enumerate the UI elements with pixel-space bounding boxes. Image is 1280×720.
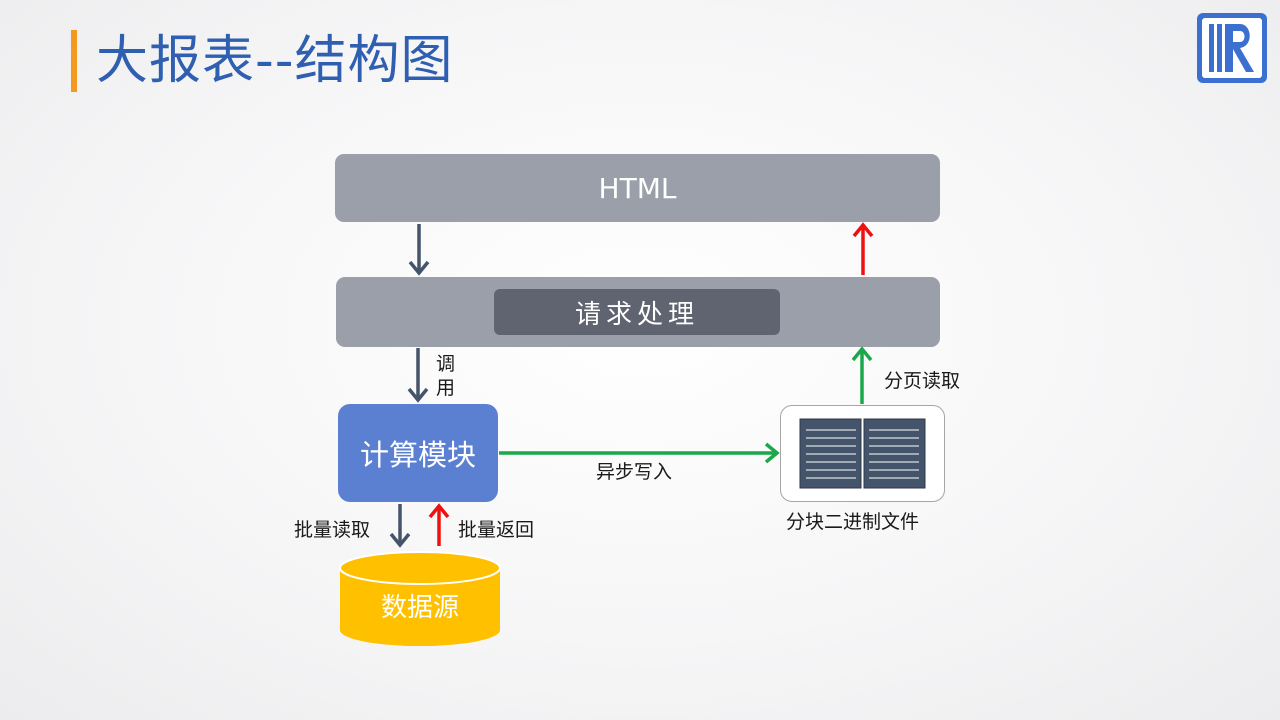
arrow-batch-read <box>389 504 411 548</box>
slide-title: 大报表--结构图 <box>96 31 454 91</box>
html-box: HTML <box>335 154 940 222</box>
title-accent-bar <box>71 30 77 92</box>
arrow-html-to-request <box>408 224 430 276</box>
edge-label-async-write: 异步写入 <box>596 461 673 483</box>
datasource-label: 数据源 <box>380 593 459 623</box>
binary-file-label: 分块二进制文件 <box>786 511 920 533</box>
edge-label-batch-return: 批量返回 <box>458 519 535 541</box>
request-handling-label: 请求处理 <box>574 299 699 330</box>
compute-module-box: 计算模块 <box>338 404 498 502</box>
edge-label-batch-read: 批量读取 <box>294 519 371 541</box>
edge-label-call: 调用 <box>436 353 456 399</box>
edge-label-page-read: 分页读取 <box>884 370 961 392</box>
arrow-page-read <box>851 346 873 404</box>
request-handling-label-box: 请求处理 <box>494 289 780 335</box>
compute-module-label: 计算模块 <box>359 438 476 472</box>
binary-file-book-icon <box>799 418 926 489</box>
arrow-batch-return <box>428 503 450 546</box>
raqsoft-r-logo-icon <box>1197 13 1267 83</box>
html-label: HTML <box>598 171 677 205</box>
arrow-call <box>407 348 429 403</box>
datasource-cylinder <box>339 551 501 646</box>
arrow-async-write <box>499 442 780 464</box>
arrow-request-to-html <box>852 222 874 275</box>
